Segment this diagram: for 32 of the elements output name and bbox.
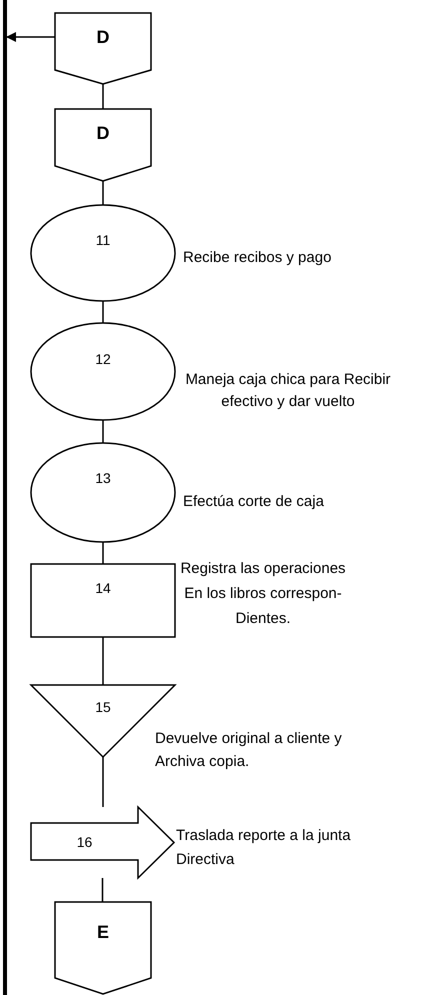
connector-line (102, 84, 104, 109)
connector-line (102, 301, 104, 323)
transport-arrow (31, 807, 174, 878)
operation-ellipse (31, 205, 175, 301)
step-description: Efectúa corte de caja (183, 493, 325, 511)
connector-line (102, 420, 104, 443)
connector-line (102, 181, 104, 205)
step-number: 16 (76, 834, 94, 850)
connector-line (102, 878, 104, 902)
connector-line (102, 637, 104, 685)
step-number: 15 (94, 699, 112, 715)
connector-line (102, 542, 104, 564)
step-number: 11 (94, 232, 112, 248)
connector-letter: D (96, 123, 110, 144)
operation-ellipse (31, 323, 175, 420)
step-description: Traslada reporte a la junta Directiva (176, 826, 352, 870)
connector-letter: E (96, 922, 110, 943)
step-number: 13 (94, 470, 112, 486)
step-description: Registra las operaciones En los libros correspon- Dientes. (179, 559, 347, 629)
step-description: Recibe recibos y pago (183, 249, 332, 267)
connector-letter: D (96, 27, 110, 48)
connector-line (102, 757, 104, 807)
step-description: Devuelve original a cliente y Archiva copia. (155, 729, 343, 772)
off-page-connector (55, 109, 151, 181)
inspection-rect (31, 564, 175, 637)
off-page-connector (55, 902, 151, 994)
step-number: 14 (94, 580, 112, 596)
step-description: Maneja caja chica para Recibir efectivo y dar vuelto (184, 370, 392, 412)
operation-ellipse (31, 443, 175, 542)
step-number: 12 (94, 351, 112, 367)
arrow (6, 32, 55, 42)
off-page-connector (55, 13, 151, 84)
